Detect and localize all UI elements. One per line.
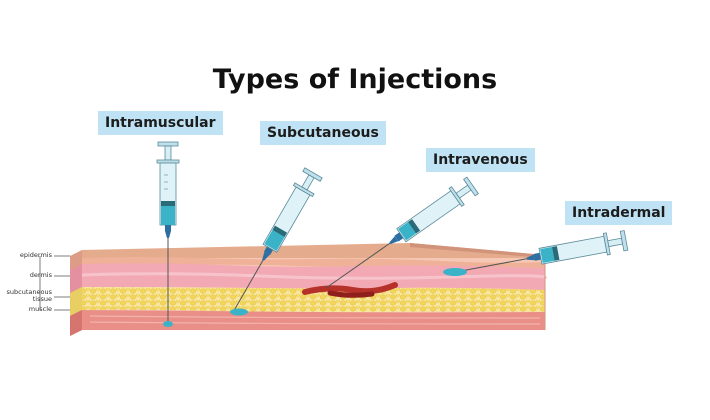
layer-label-subcutaneous: subcutaneous <box>6 288 52 296</box>
label-subcutaneous: Subcutaneous <box>260 121 386 145</box>
layer-label-dermis: dermis <box>29 271 52 279</box>
label-intramuscular: Intramuscular <box>98 111 223 135</box>
subcutaneous-deposit <box>230 308 248 316</box>
layer-label-tissue: tissue <box>32 295 52 303</box>
label-intradermal: Intradermal <box>565 201 673 225</box>
label-intravenous: Intravenous <box>426 148 535 172</box>
layer-label-muscle: muscle <box>28 305 52 313</box>
layer-leader-lines <box>39 255 70 311</box>
syringe-intramuscular <box>156 141 180 327</box>
intradermal-bleb <box>443 268 467 276</box>
syringe-intravenous <box>325 176 479 289</box>
muscle-layer <box>82 310 545 330</box>
skin-front-face <box>81 257 547 330</box>
layer-label-epidermis: epidermis <box>19 251 52 259</box>
syringe-intradermal <box>449 230 629 274</box>
epidermis-layer <box>82 257 545 268</box>
diagram-title: Types of Injections <box>212 64 498 95</box>
skin-top-highlight <box>410 243 545 258</box>
syringe-subcutaneous <box>231 167 323 315</box>
subcutaneous-fat-layer <box>82 287 545 313</box>
blood-vessel <box>302 282 398 298</box>
